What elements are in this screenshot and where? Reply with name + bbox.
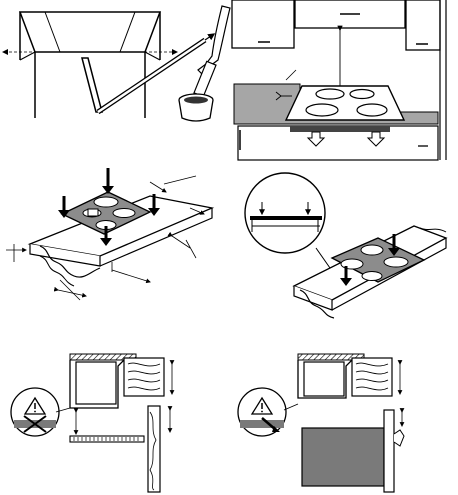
- panel-drawer-clearance-warning: [238, 354, 404, 492]
- panel-hob-insertion: [245, 173, 446, 318]
- detail-magnifier: [245, 173, 325, 253]
- panel-oven-clearance-warning: [11, 354, 172, 492]
- wood-worktop-section: [352, 358, 392, 396]
- wood-worktop-section: [124, 358, 164, 396]
- seal-strip: [82, 58, 102, 112]
- panel-cabinet-seal-strip: [2, 6, 230, 121]
- cabinet-frame: [20, 12, 160, 52]
- hob-top-view: [286, 86, 404, 120]
- drawer-panel: [302, 428, 384, 486]
- oven-shelf: [70, 436, 144, 442]
- arrow-down-icon: [102, 168, 114, 194]
- panel-hob-clearances: [232, 0, 446, 160]
- panel-cutout-placement: [6, 168, 212, 300]
